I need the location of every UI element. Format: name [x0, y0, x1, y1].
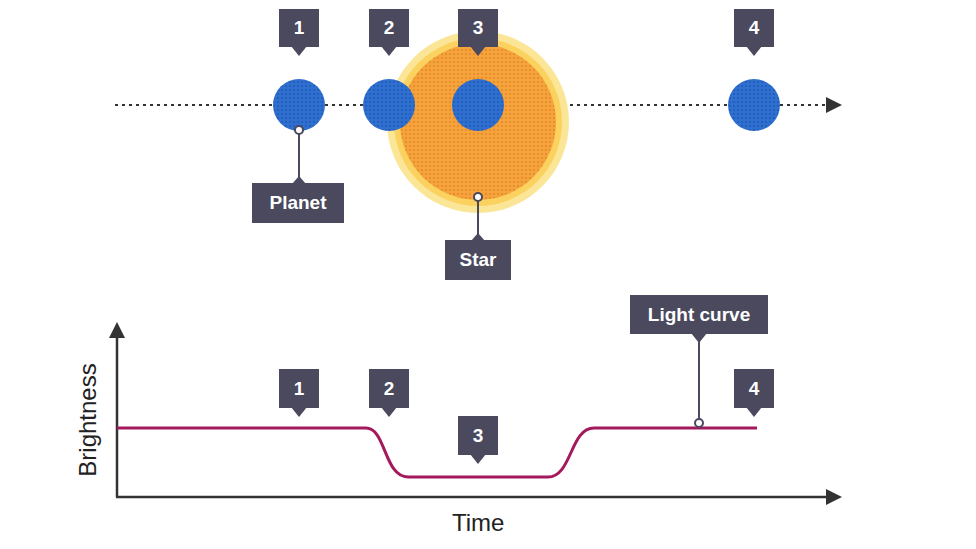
leader-dot: [695, 419, 703, 427]
axis-title: Brightness: [73, 363, 101, 476]
callout-pointer: [291, 46, 307, 56]
part-label: Planet: [252, 183, 344, 223]
callout-pointer: [691, 333, 707, 343]
callout-number: 2: [369, 9, 409, 47]
planet-circle: [452, 79, 504, 131]
callout-number: 1: [279, 369, 319, 408]
callout-number: 1: [279, 9, 319, 47]
axis-arrowhead: [826, 489, 842, 505]
axis-arrowhead: [109, 322, 125, 338]
star-glow: [387, 31, 569, 213]
planet-circle: [273, 79, 325, 131]
callout-number: 2: [369, 369, 409, 408]
leader-line: [698, 342, 700, 423]
callout-number: 3: [458, 416, 498, 455]
leader-line: [477, 197, 479, 236]
leader-line: [298, 130, 300, 178]
callout-number: 4: [734, 9, 774, 47]
x-axis: [116, 496, 826, 499]
leader-dot: [474, 193, 482, 201]
callout-pointer: [291, 407, 307, 417]
light-curve: [117, 428, 757, 477]
planet-circle: [363, 79, 415, 131]
callout-pointer: [381, 46, 397, 56]
part-label: Star: [445, 240, 511, 280]
orbit-arrowhead: [826, 97, 842, 113]
callout-pointer: [746, 46, 762, 56]
callout-pointer: [746, 407, 762, 417]
callout-pointer: [470, 46, 486, 56]
leader-dot: [295, 126, 303, 134]
planet-circle: [728, 79, 780, 131]
star-disc: [400, 44, 556, 200]
callout-number: 3: [458, 9, 498, 47]
callout-pointer: [381, 407, 397, 417]
callout-number: 4: [734, 369, 774, 408]
y-axis: [116, 336, 119, 497]
star-glow-inner: [394, 38, 562, 206]
callout-pointer: [470, 454, 486, 464]
part-label: Light curve: [630, 295, 768, 334]
axis-title: Time: [452, 509, 504, 537]
